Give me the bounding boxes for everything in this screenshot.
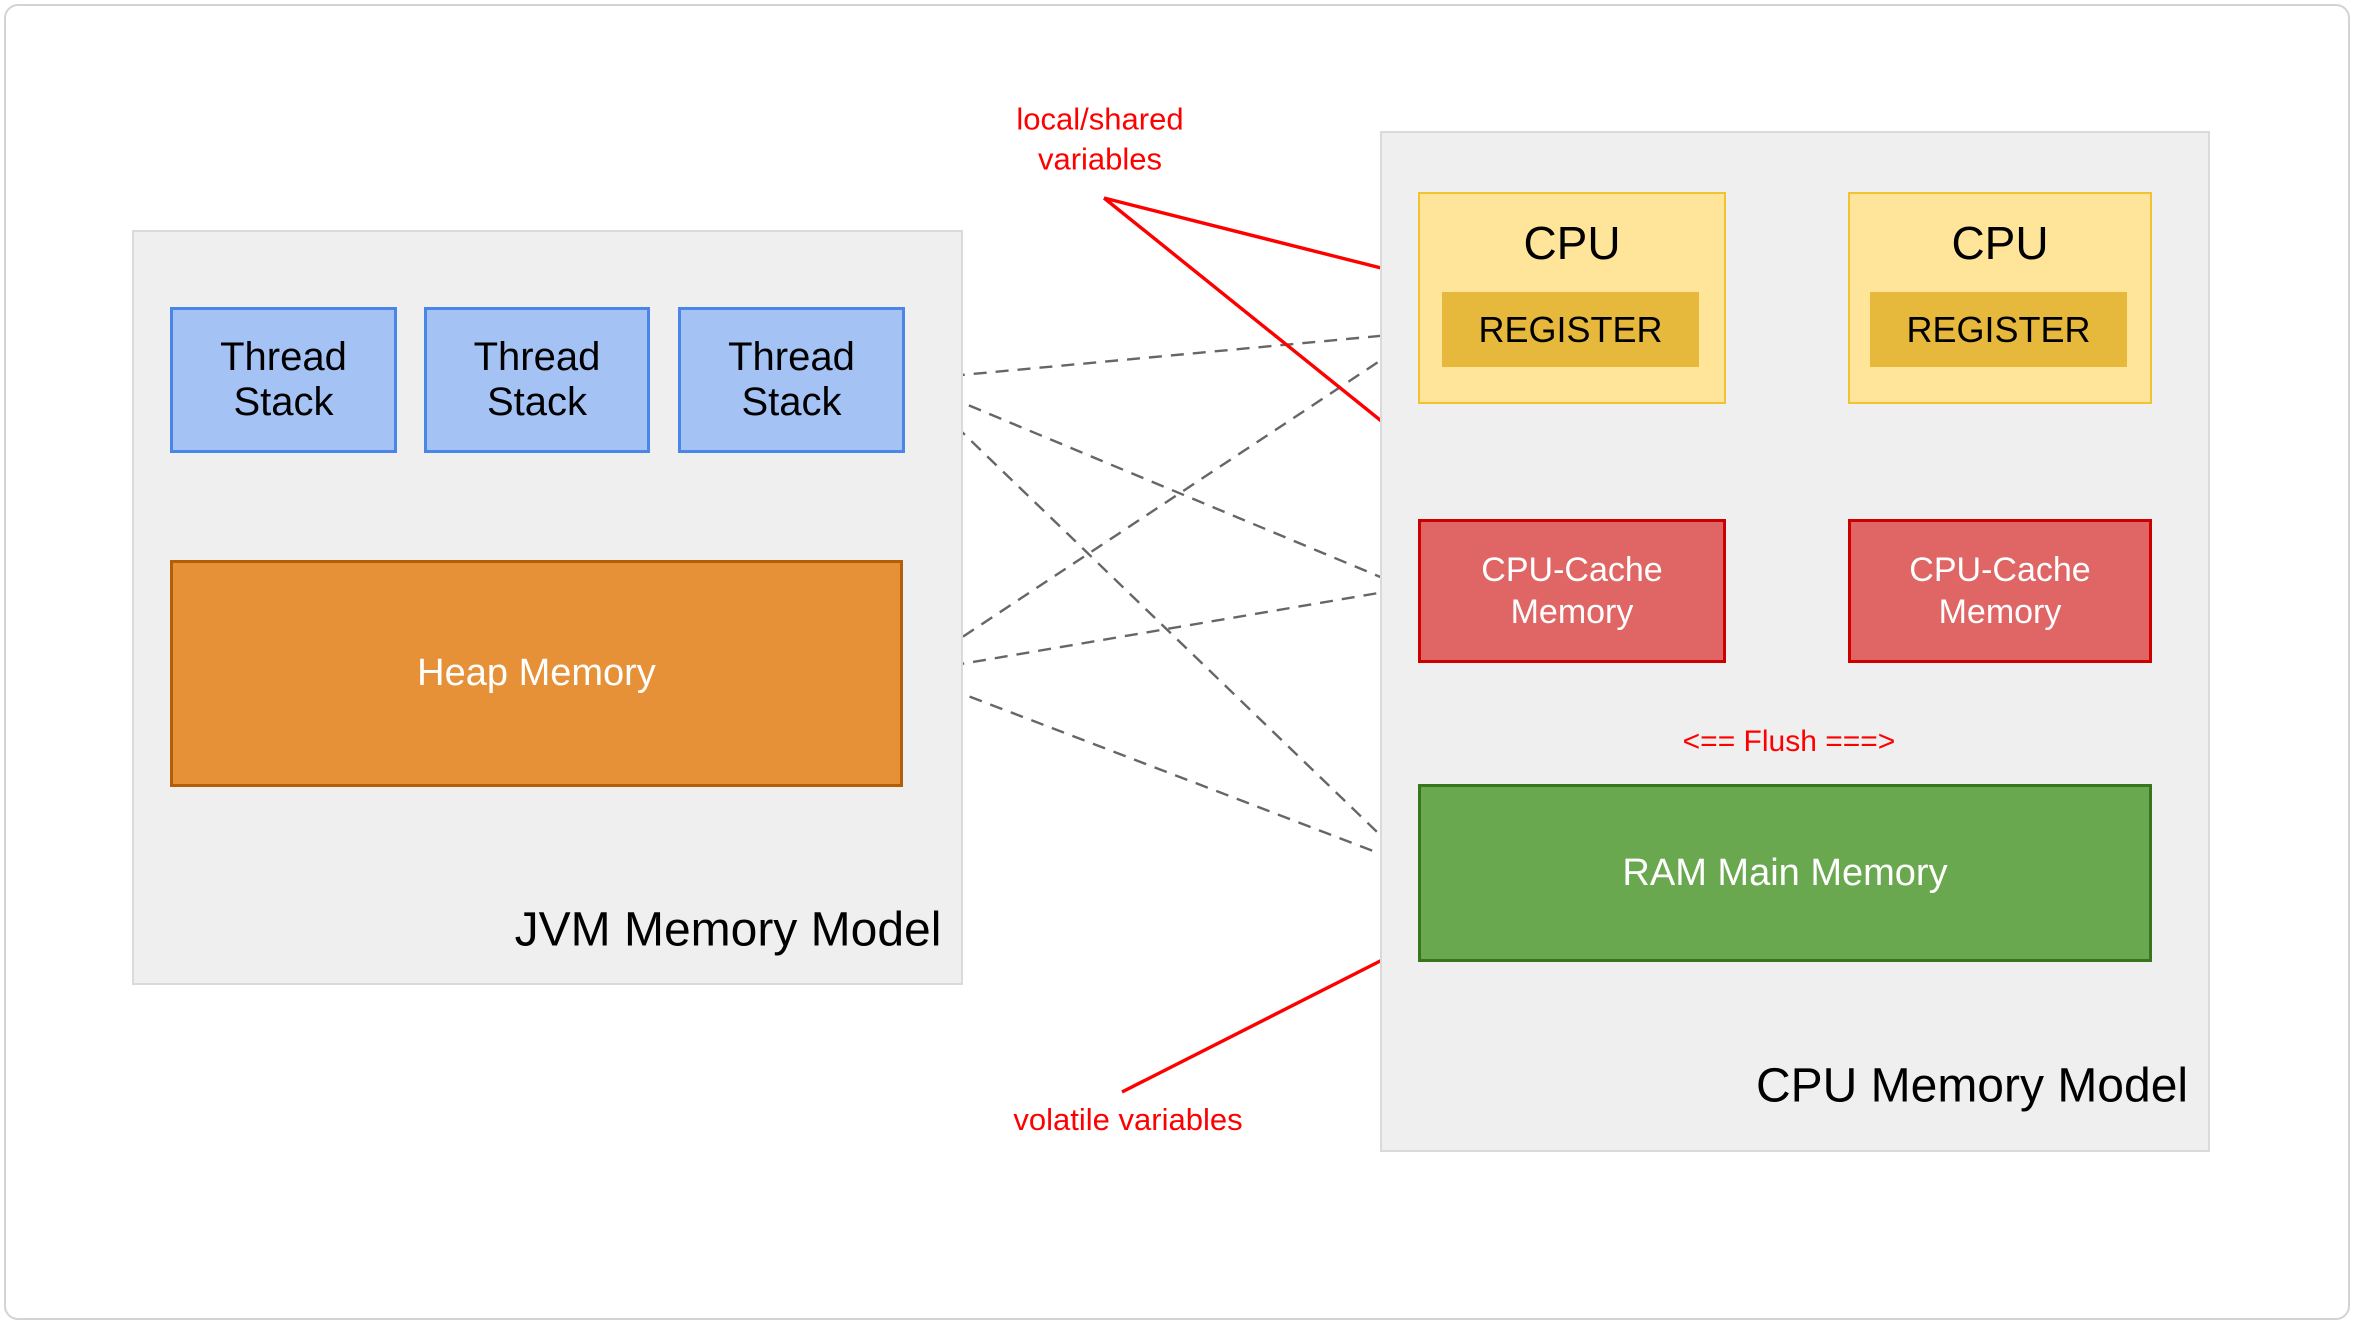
page-border [4, 4, 2350, 1320]
thread-stack-box-1: Thread Stack [170, 307, 397, 453]
cpu-box-2: CPU REGISTER [1848, 192, 2152, 404]
volatile-variables-label: volatile variables [1013, 1101, 1243, 1137]
heap-memory-box: Heap Memory [170, 560, 903, 787]
thread-stack-box-3: Thread Stack [678, 307, 905, 453]
thread-stack-box-2: Thread Stack [424, 307, 650, 453]
jvm-panel-title: JVM Memory Model [514, 903, 942, 957]
register-box-2: REGISTER [1870, 292, 2127, 367]
cpu-label-2: CPU [1951, 217, 2049, 269]
cpu-cache-memory-box-2: CPU-Cache Memory [1848, 519, 2152, 663]
ram-main-memory-box: RAM Main Memory [1418, 784, 2152, 962]
cpu-panel-title: CPU Memory Model [1755, 1059, 2189, 1113]
local-shared-variables-label: local/shared variables [1016, 101, 1184, 177]
cpu-box-1: CPU REGISTER [1418, 192, 1726, 404]
register-box-1: REGISTER [1442, 292, 1699, 367]
flush-label: <== Flush ===> [1682, 725, 1896, 758]
cpu-cache-memory-box-1: CPU-Cache Memory [1418, 519, 1726, 663]
cpu-label-1: CPU [1523, 217, 1621, 269]
